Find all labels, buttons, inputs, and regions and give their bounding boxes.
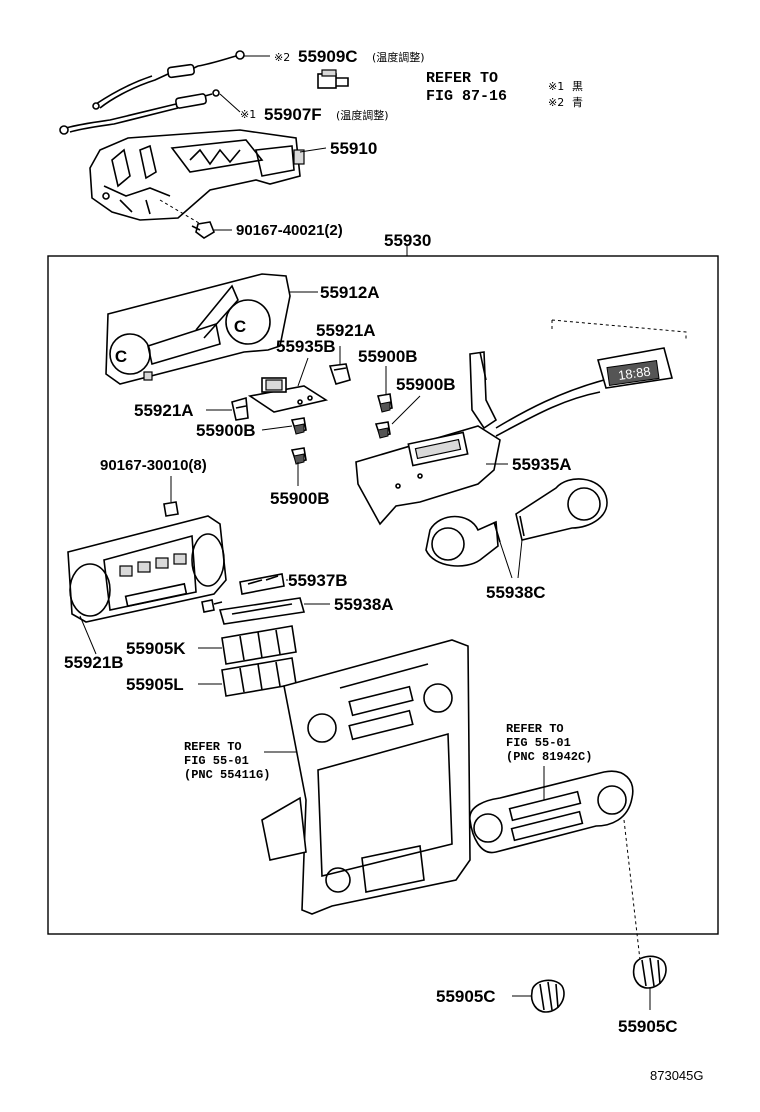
part-number-55921B: 55921B — [64, 653, 124, 672]
knob-dash-line — [623, 819, 641, 961]
ref-55411G-line3: (PNC 55411G) — [184, 768, 270, 782]
bulb-55900B-3-drawing — [290, 417, 307, 435]
side-trim-drawing — [469, 770, 634, 854]
clock-readout: 18:88 — [617, 364, 651, 383]
part-number-55912A: 55912A — [320, 283, 380, 302]
part-number-55910: 55910 — [330, 139, 377, 158]
mark-55907F: ※1 — [240, 108, 256, 121]
note-55907F: (温度調整) — [336, 108, 389, 122]
buttons-55905K-drawing — [221, 625, 297, 665]
knob-55905C-2-drawing — [632, 955, 667, 1010]
knob-frame-55938C-drawing — [425, 478, 608, 567]
ref-55411G-line2: FIG 55-01 — [184, 754, 249, 768]
part-number-55935B: 55935B — [276, 337, 336, 356]
svg-text:C: C — [115, 347, 127, 366]
ref-fig87-line2: FIG 87-16 — [426, 88, 507, 105]
ref-81942C-line2: FIG 55-01 — [506, 736, 571, 750]
board-55935A-drawing — [355, 351, 501, 526]
ref-81942C-line1: REFER TO — [506, 722, 564, 736]
part-number-55937B: 55937B — [288, 571, 348, 590]
part-55937B-drawing — [201, 573, 285, 613]
bracket-55910-drawing — [89, 129, 305, 221]
part-number-55900B-4: 55900B — [270, 489, 330, 508]
bulb-55900B-2-drawing — [374, 421, 391, 439]
part-number-55905C-2: 55905C — [618, 1017, 678, 1036]
drawing-code: 873045G — [650, 1068, 704, 1083]
part-number-55935A: 55935A — [512, 455, 572, 474]
part-number-55900B-3: 55900B — [196, 421, 256, 440]
part-number-55905C-1: 55905C — [436, 987, 496, 1006]
clock-display-drawing: 18:88 — [495, 319, 687, 437]
ref-55411G-line1: REFER TO — [184, 740, 242, 754]
part-number-55921A-left: 55921A — [134, 401, 194, 420]
screw-90167-40021-drawing — [159, 199, 215, 239]
part-number-55938A: 55938A — [334, 595, 394, 614]
cable-55907F-drawing — [59, 89, 220, 135]
part-number-55921A-top: 55921A — [316, 321, 376, 340]
leader-lines — [79, 55, 545, 997]
screw-90167-30010-drawing — [163, 476, 179, 517]
legend-mark-1: ※1 — [548, 80, 564, 93]
part-55938A-drawing — [218, 597, 306, 625]
center-panel-drawing — [261, 639, 471, 915]
clip-55921A-left-drawing — [231, 396, 249, 421]
legend-text-2: 青 — [572, 96, 583, 109]
panel-55912A-drawing: C C — [105, 273, 291, 385]
note-55909C: (温度調整) — [372, 50, 425, 64]
ref-fig87-line1: REFER TO — [426, 70, 498, 87]
part-number-55905K: 55905K — [126, 639, 186, 658]
knob-55905C-1-drawing — [530, 979, 565, 1013]
board-55935B-drawing — [247, 377, 329, 413]
part-number-55907F: 55907F — [264, 105, 322, 124]
clip-55921A-top-drawing — [328, 363, 351, 385]
mark-55909C: ※2 — [274, 51, 290, 64]
part-number-55930: 55930 — [384, 231, 431, 250]
part-number-55905L: 55905L — [126, 675, 184, 694]
svg-text:C: C — [234, 317, 246, 336]
cable-55909C-drawing — [92, 50, 245, 110]
ref-fig87-connector-drawing — [317, 69, 349, 89]
part-number-90167-30010: 90167-30010(8) — [100, 457, 207, 474]
bulb-55900B-4-drawing — [290, 447, 307, 465]
part-number-55909C: 55909C — [298, 47, 358, 66]
callouts: ※2 55909C (温度調整) REFER TO FIG 87-16 ※1 黒… — [64, 47, 704, 1083]
bulb-55900B-1-drawing — [376, 393, 393, 413]
part-number-55900B-1: 55900B — [358, 347, 418, 366]
part-number-55900B-2: 55900B — [396, 375, 456, 394]
part-number-55938C: 55938C — [486, 583, 546, 602]
ref-81942C-line3: (PNC 81942C) — [506, 750, 592, 764]
legend-mark-2: ※2 — [548, 96, 564, 109]
part-number-90167-40021: 90167-40021(2) — [236, 222, 343, 239]
legend-text-1: 黒 — [572, 80, 583, 93]
housing-55921B-drawing — [67, 515, 227, 623]
assembly-55930-frame — [47, 255, 719, 935]
